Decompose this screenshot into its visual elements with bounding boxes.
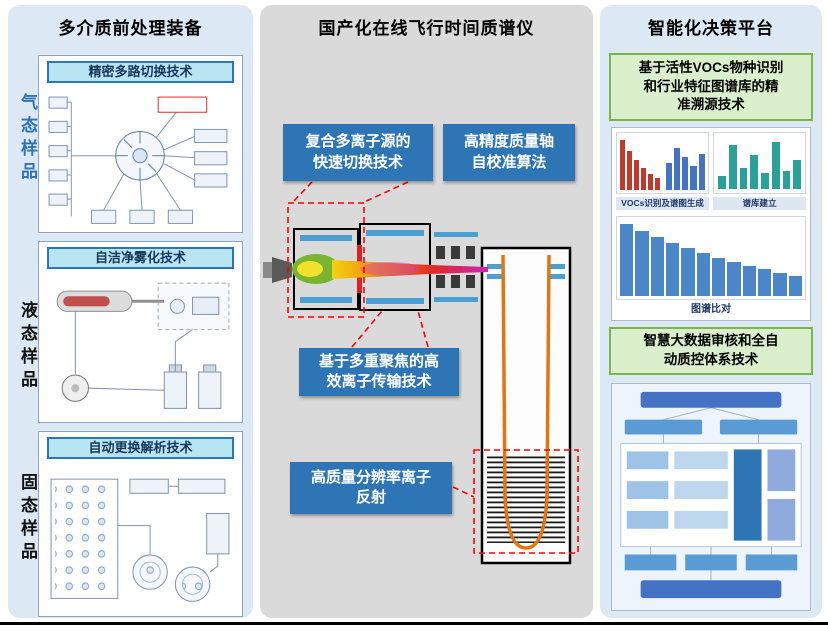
compare-chart-panel (616, 216, 806, 300)
tof-ms-schematic-drawing (263, 181, 579, 565)
vocs-caption: VOCs识别及谱图生成 (616, 197, 709, 210)
mass-axis-tag: 高精度质量轴自校准算法 (443, 124, 575, 181)
pretreatment-panel: 多介质前处理装备 气态样品 液态样品 固态样品 精密多路切换技术 (8, 5, 253, 618)
gas-tech-title: 精密多路切换技术 (47, 61, 234, 83)
tracing-tech-box: 基于活性VOCs物种识别和行业特征图谱库的精准溯源技术 (609, 53, 813, 121)
solid-sample-label: 固态样品 (18, 473, 37, 565)
gas-section-box: 精密多路切换技术 (38, 55, 243, 233)
qc-tech-box: 智慧大数据审核和全自动质控体系技术 (609, 327, 813, 375)
tof-ms-panel: 国产化在线飞行时间质谱仪 (260, 5, 593, 618)
transmission-tag: 基于多重聚焦的高效离子传输技术 (299, 348, 459, 396)
vocs-blue-bars (663, 133, 709, 193)
tof-ms-panel-title: 国产化在线飞行时间质谱仪 (318, 19, 535, 38)
compare-bars (617, 217, 805, 299)
ion-source-tag: 复合多离子源的快速切换技术 (283, 124, 433, 181)
qc-flowchart-drawing (620, 391, 802, 599)
library-caption: 谱库建立 (713, 197, 806, 210)
solid-tech-title: 自动更换解析技术 (47, 437, 234, 459)
reflection-tag: 高质量分辨率离子反射 (290, 462, 452, 514)
decision-platform-title: 智能化决策平台 (648, 19, 774, 38)
liquid-tech-title: 自洁净雾化技术 (47, 247, 234, 269)
tracing-screenshot: VOCs识别及谱图生成 谱库建立 图谱比对 (611, 127, 811, 321)
vocs-chart-panel (616, 132, 709, 194)
bottom-rule (0, 622, 828, 625)
library-peak-bars (714, 133, 805, 193)
liquid-schematic-drawing (56, 282, 230, 409)
liquid-section-box: 自洁净雾化技术 (38, 241, 243, 423)
pretreatment-panel-title: 多介质前处理装备 (58, 19, 203, 38)
solid-schematic-drawing (50, 478, 230, 602)
gas-schematic-drawing (48, 96, 228, 224)
solid-section-box: 自动更换解析技术 (38, 431, 243, 617)
qc-screenshot (611, 383, 811, 611)
compare-caption: 图谱比对 (616, 303, 806, 316)
library-chart-panel (713, 132, 806, 194)
decision-platform-panel: 智能化决策平台 基于活性VOCs物种识别和行业特征图谱库的精准溯源技术 VOCs… (600, 5, 822, 618)
gas-sample-label: 气态样品 (18, 93, 37, 185)
liquid-sample-label: 液态样品 (18, 301, 37, 393)
vocs-red-bars (617, 133, 663, 193)
